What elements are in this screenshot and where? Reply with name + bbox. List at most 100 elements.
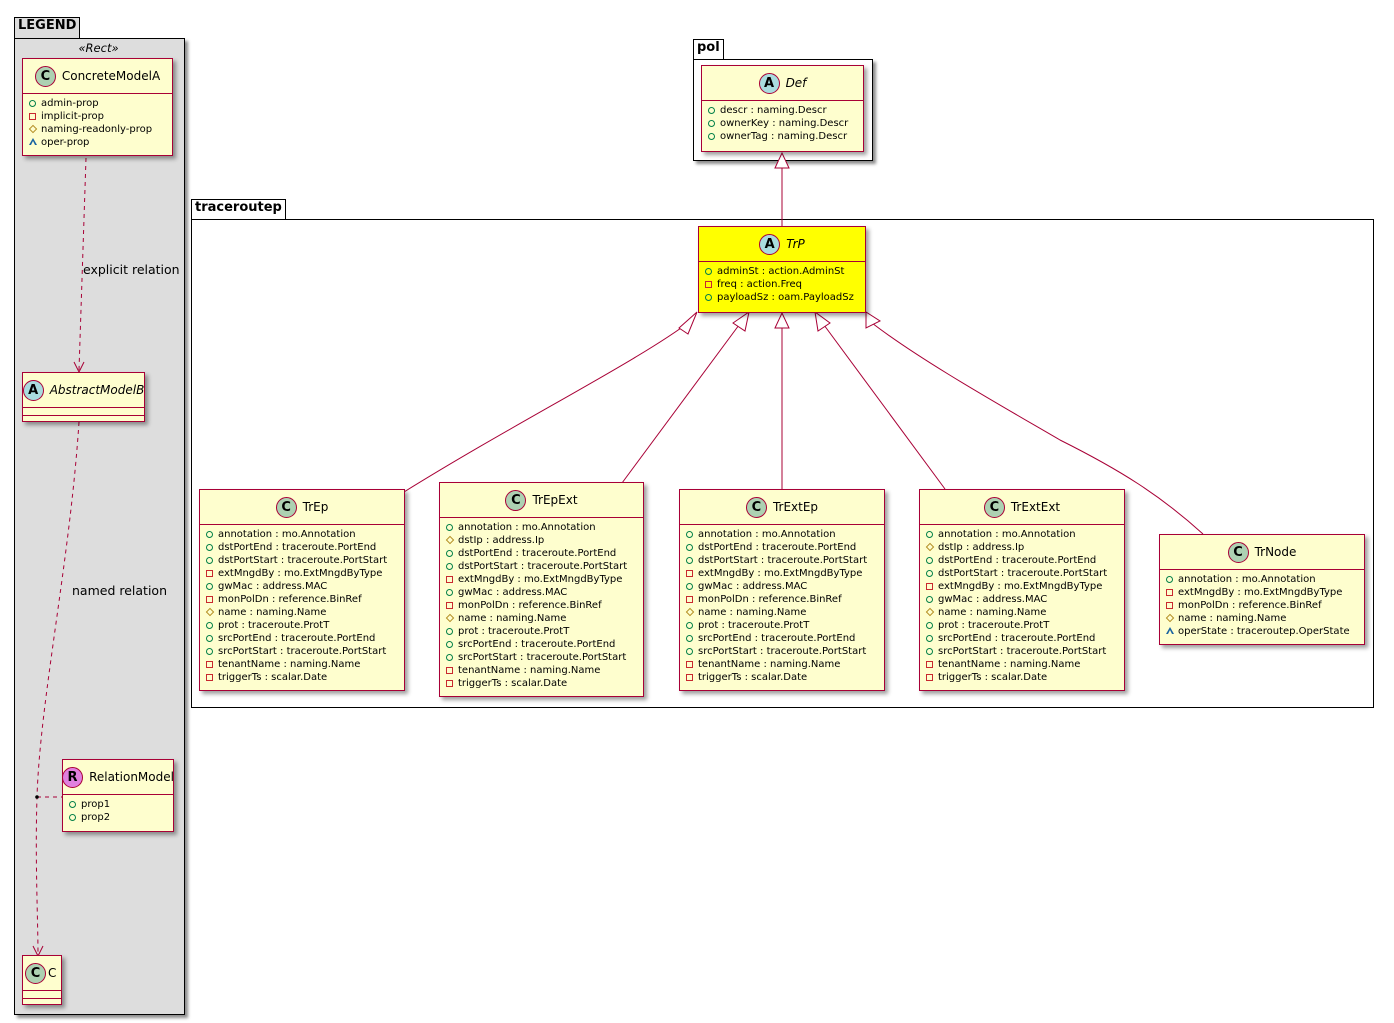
attribute: dstIp : address.Ip — [446, 534, 639, 547]
attribute: dstPortStart : traceroute.PortStart — [446, 560, 639, 573]
attribute: ownerTag : naming.Descr — [708, 130, 859, 143]
attribute: srcPortStart : traceroute.PortStart — [206, 645, 400, 658]
legend-package-title: LEGEND — [18, 18, 77, 33]
protected-icon — [686, 606, 694, 619]
public-icon — [926, 593, 934, 606]
attribute: srcPortStart : traceroute.PortStart — [446, 651, 639, 664]
class-concrete-model-a[interactable]: C ConcreteModelA admin-prop implicit-pro… — [22, 58, 173, 156]
attribute: annotation : mo.Annotation — [926, 528, 1120, 541]
public-icon — [926, 567, 934, 580]
public-icon — [708, 130, 716, 143]
attribute: srcPortEnd : traceroute.PortEnd — [446, 638, 639, 651]
generalization-trepext-trp — [621, 310, 750, 484]
public-icon — [926, 645, 934, 658]
explicit-relation-label: explicit relation — [83, 262, 180, 277]
attribute: prot : traceroute.ProtT — [206, 619, 400, 632]
public-icon — [446, 521, 454, 534]
public-icon — [926, 554, 934, 567]
public-icon — [69, 811, 77, 824]
public-icon — [206, 580, 214, 593]
private-icon — [29, 110, 37, 123]
class-header: A TrP — [699, 227, 865, 262]
attribute: prop2 — [69, 811, 169, 824]
package-icon — [1166, 625, 1174, 638]
private-icon — [206, 671, 214, 684]
attribute: prop1 — [69, 798, 169, 811]
public-icon — [686, 632, 694, 645]
class-relation-model[interactable]: R RelationModel prop1 prop2 — [62, 759, 174, 832]
attribute: oper-prop — [29, 136, 168, 149]
class-name: TrExtEp — [772, 500, 819, 514]
attribute: extMngdBy : mo.ExtMngdByType — [206, 567, 400, 580]
class-header: C C — [23, 956, 61, 991]
private-icon — [206, 593, 214, 606]
public-icon — [446, 547, 454, 560]
attribute: annotation : mo.Annotation — [1166, 573, 1360, 586]
public-icon — [686, 580, 694, 593]
attribute: srcPortEnd : traceroute.PortEnd — [206, 632, 400, 645]
attribute: dstPortStart : traceroute.PortStart — [686, 554, 880, 567]
private-icon — [206, 567, 214, 580]
attribute: tenantName : naming.Name — [446, 664, 639, 677]
class-divider — [23, 991, 61, 999]
private-icon — [926, 580, 934, 593]
abstract-a-icon: A — [759, 233, 781, 255]
class-c-icon: C — [983, 496, 1005, 518]
attribute: dstPortEnd : traceroute.PortEnd — [926, 554, 1120, 567]
public-icon — [446, 625, 454, 638]
public-icon — [29, 97, 37, 110]
rect-stereotype: «Rect» — [78, 41, 119, 55]
private-icon — [686, 671, 694, 684]
private-icon — [926, 671, 934, 684]
class-trp[interactable]: A TrP adminSt : action.AdminSt freq : ac… — [698, 226, 866, 313]
attribute: dstPortEnd : traceroute.PortEnd — [206, 541, 400, 554]
public-icon — [206, 541, 214, 554]
class-c-icon: C — [1227, 541, 1249, 563]
private-icon — [446, 677, 454, 690]
public-icon — [705, 291, 713, 304]
attribute: implicit-prop — [29, 110, 168, 123]
private-icon — [206, 658, 214, 671]
public-icon — [446, 586, 454, 599]
public-icon — [446, 638, 454, 651]
attribute: name : naming.Name — [206, 606, 400, 619]
private-icon — [446, 664, 454, 677]
public-icon — [446, 651, 454, 664]
private-icon — [1166, 599, 1174, 612]
attribute: tenantName : naming.Name — [206, 658, 400, 671]
attribute: monPolDn : reference.BinRef — [206, 593, 400, 606]
attribute: dstPortStart : traceroute.PortStart — [206, 554, 400, 567]
attribute: name : naming.Name — [686, 606, 880, 619]
protected-icon — [206, 606, 214, 619]
private-icon — [926, 658, 934, 671]
class-name: Def — [785, 76, 807, 90]
protected-icon — [926, 541, 934, 554]
attribute: extMngdBy : mo.ExtMngdByType — [926, 580, 1120, 593]
attribute: name : naming.Name — [446, 612, 639, 625]
pol-package-title: pol — [697, 40, 720, 55]
attribute: monPolDn : reference.BinRef — [1166, 599, 1360, 612]
class-c[interactable]: C C — [22, 955, 62, 1005]
generalization-trp-def — [774, 151, 790, 227]
attribute: annotation : mo.Annotation — [446, 521, 639, 534]
public-icon — [69, 798, 77, 811]
attribute: triggerTs : scalar.Date — [446, 677, 639, 690]
class-abstract-model-b[interactable]: A AbstractModelB — [22, 372, 145, 422]
class-name: ConcreteModelA — [61, 69, 161, 83]
class-def[interactable]: A Def descr : naming.Descr ownerKey : na… — [701, 65, 864, 152]
attribute: gwMac : address.MAC — [446, 586, 639, 599]
attribute: prot : traceroute.ProtT — [446, 625, 639, 638]
private-icon — [1166, 586, 1174, 599]
attribute: monPolDn : reference.BinRef — [446, 599, 639, 612]
